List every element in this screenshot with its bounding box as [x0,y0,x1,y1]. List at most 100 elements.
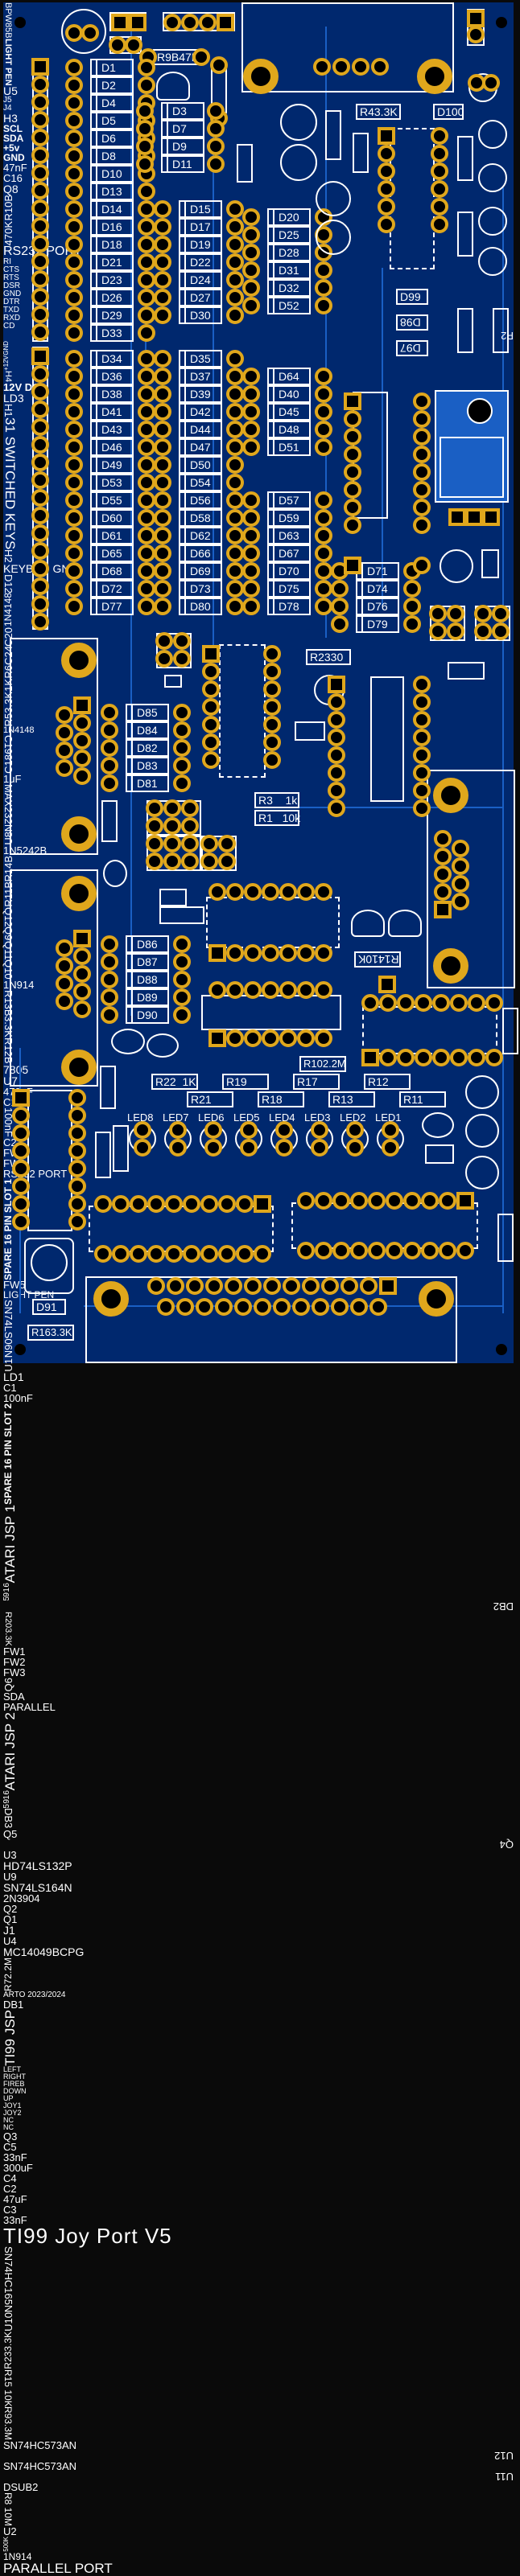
pad [154,562,171,580]
pad [242,208,260,226]
d97-label: D97 [400,342,421,355]
h1-pin [31,323,49,341]
pad [210,56,228,74]
ic-pin [413,392,431,410]
led-label-led6: LED6 [198,1111,225,1124]
fw3-jumper[interactable] [201,836,237,871]
h2-pin [31,507,49,524]
diode-d47: D47 [179,438,222,456]
pad [101,704,118,721]
diode-d25: D25 [267,226,311,244]
diode-d54: D54 [179,474,222,491]
c5-outline [425,1144,454,1164]
h3-label: H3 [3,112,18,125]
pad [315,297,332,314]
h3-pin-5v[interactable] [199,14,217,31]
pad [240,1139,258,1157]
diode-d89: D89 [126,988,169,1006]
ic-pin [432,1049,450,1066]
j5-pad[interactable] [111,14,129,31]
r11-resistor: R11 [399,1091,446,1107]
h1-pin [31,306,49,323]
ic-pin [68,1213,86,1230]
fw7-jumper[interactable] [430,606,465,641]
pad [154,306,171,324]
diode-d13: D13 [90,183,134,200]
ic-pin [328,693,345,711]
u12-part-label: SN74HC573AN [3,2439,77,2452]
ic-pin [378,198,395,216]
pad [154,200,171,218]
pad [482,508,500,526]
h3-pin-sda[interactable] [181,14,199,31]
fw6-jumper[interactable] [475,606,510,641]
rs232-switch[interactable] [448,662,485,680]
j4-pad[interactable] [129,14,147,31]
light-pen-switch[interactable] [164,675,182,688]
pad [138,403,155,421]
h4-pin-gnd[interactable] [467,10,485,27]
j1-pad[interactable] [378,976,396,993]
board-title: TI99 Joy Port V5 [3,2223,172,2248]
pad [65,218,83,236]
ic-pin [315,1192,332,1210]
ic-pin [413,711,431,729]
ic-pin [485,994,503,1012]
r22-label: R22 [155,1075,176,1088]
db9-pin [56,706,73,724]
h4-pin-12v[interactable] [467,26,485,43]
pad [169,1121,187,1139]
diode-d68: D68 [90,562,134,580]
jumper-pin [146,853,163,870]
c18-outline [316,220,351,255]
r3-label: R3 [258,794,273,807]
diode-d10: D10 [90,165,134,183]
h3-pin-scl[interactable] [163,14,181,31]
ic-pin [413,463,431,481]
dsub-pin [263,1277,281,1295]
ic-pin [378,145,395,162]
trace [277,807,502,808]
pad [138,598,155,615]
pad [226,350,244,368]
pad [226,368,244,385]
dsub-pin [254,1298,271,1316]
fw5-jumper[interactable] [156,633,192,668]
ic-pin [415,994,432,1012]
h2-pin [31,524,49,542]
db9-pin [434,901,452,918]
c4-label: C4 [3,2171,17,2184]
q6-label: Q6 [2,1677,14,1691]
ic-pin [226,1029,244,1047]
diode-d55: D55 [90,491,134,509]
pad [169,1139,187,1157]
parallel-switch[interactable] [159,906,204,924]
ic-pin [378,180,395,198]
ic-pin [218,1245,236,1263]
h1-pin [31,253,49,270]
ic-pin [378,127,395,145]
db9-pin [73,947,91,965]
r21-resistor: R21 [187,1091,233,1107]
spare-slot-2-label: SPARE 16 PIN SLOT 2 [2,1403,14,1506]
ic-pin [112,1195,130,1213]
jumper-pin [155,650,173,668]
u2-trimmer-dial-icon[interactable] [31,1244,68,1281]
pad [315,527,332,544]
q11-outline [478,207,507,236]
sda-switch[interactable] [159,889,187,906]
pad [315,544,332,562]
pad [173,935,191,953]
ic-pin [12,1124,30,1142]
diode-d39: D39 [179,385,222,403]
h1-pin [31,182,49,199]
diode-d28: D28 [267,244,311,261]
parallel-port-label: PARALLEL PORT [3,2561,113,2576]
atari-jsp1-outline [10,638,98,855]
ic-pin [413,410,431,428]
pad [138,368,155,385]
led-label-led8: LED8 [127,1111,154,1124]
h3-pin-gnd[interactable] [217,14,234,31]
db9-pin [73,930,91,947]
jumper-pin [447,605,464,622]
